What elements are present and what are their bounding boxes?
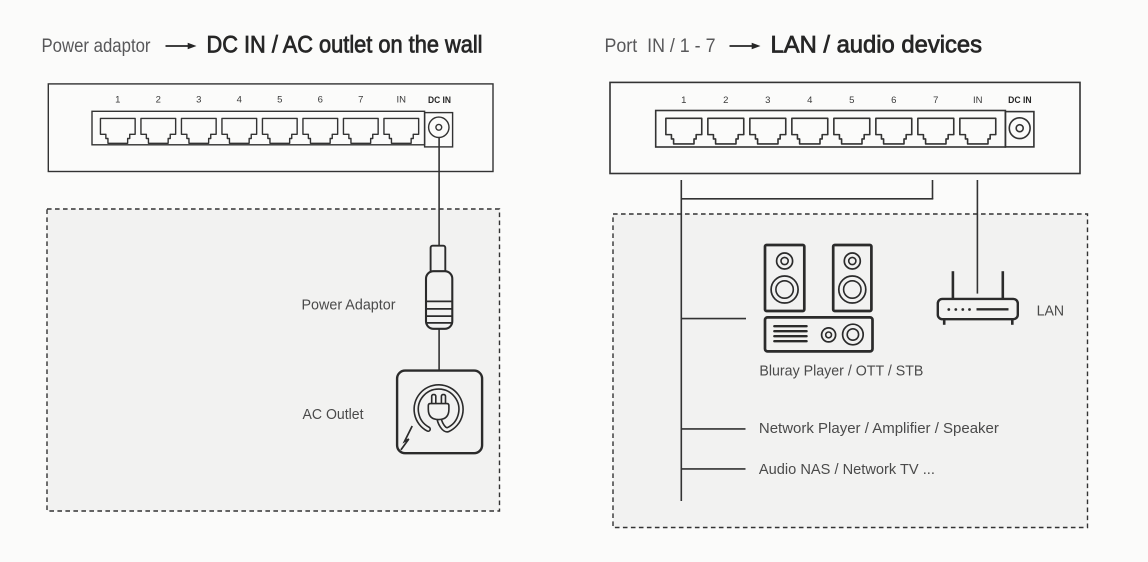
svg-text:Network Player / Amplifier / S: Network Player / Amplifier / Speaker (759, 420, 999, 437)
svg-text:7: 7 (358, 95, 363, 106)
svg-text:Port IN / 1 - 7: Port IN / 1 - 7 (605, 36, 716, 57)
svg-text:Audio NAS / Network TV ...: Audio NAS / Network TV ... (759, 461, 935, 478)
svg-text:Bluray Player / OTT / STB: Bluray Player / OTT / STB (759, 363, 923, 380)
svg-text:1: 1 (681, 95, 686, 106)
svg-text:IN: IN (397, 95, 407, 106)
svg-text:6: 6 (318, 95, 323, 106)
svg-text:DC IN / AC outlet on the wall: DC IN / AC outlet on the wall (207, 32, 483, 59)
svg-text:LAN / audio devices: LAN / audio devices (771, 32, 983, 59)
svg-text:Power adaptor: Power adaptor (42, 36, 152, 57)
svg-text:DC IN: DC IN (1008, 95, 1032, 105)
svg-text:Power Adaptor: Power Adaptor (302, 297, 396, 314)
svg-text:5: 5 (849, 95, 854, 106)
svg-text:LAN: LAN (1037, 303, 1065, 320)
svg-text:AC Outlet: AC Outlet (303, 406, 365, 423)
svg-text:2: 2 (156, 95, 161, 106)
svg-text:3: 3 (196, 95, 201, 106)
svg-text:4: 4 (237, 95, 242, 106)
svg-text:2: 2 (723, 95, 728, 106)
svg-text:4: 4 (807, 95, 812, 106)
svg-text:IN: IN (973, 95, 983, 106)
svg-text:1: 1 (115, 95, 120, 106)
svg-text:DC IN: DC IN (428, 95, 451, 105)
svg-text:3: 3 (765, 95, 770, 106)
svg-text:5: 5 (277, 95, 282, 106)
svg-text:7: 7 (933, 95, 938, 106)
svg-text:6: 6 (891, 95, 896, 106)
